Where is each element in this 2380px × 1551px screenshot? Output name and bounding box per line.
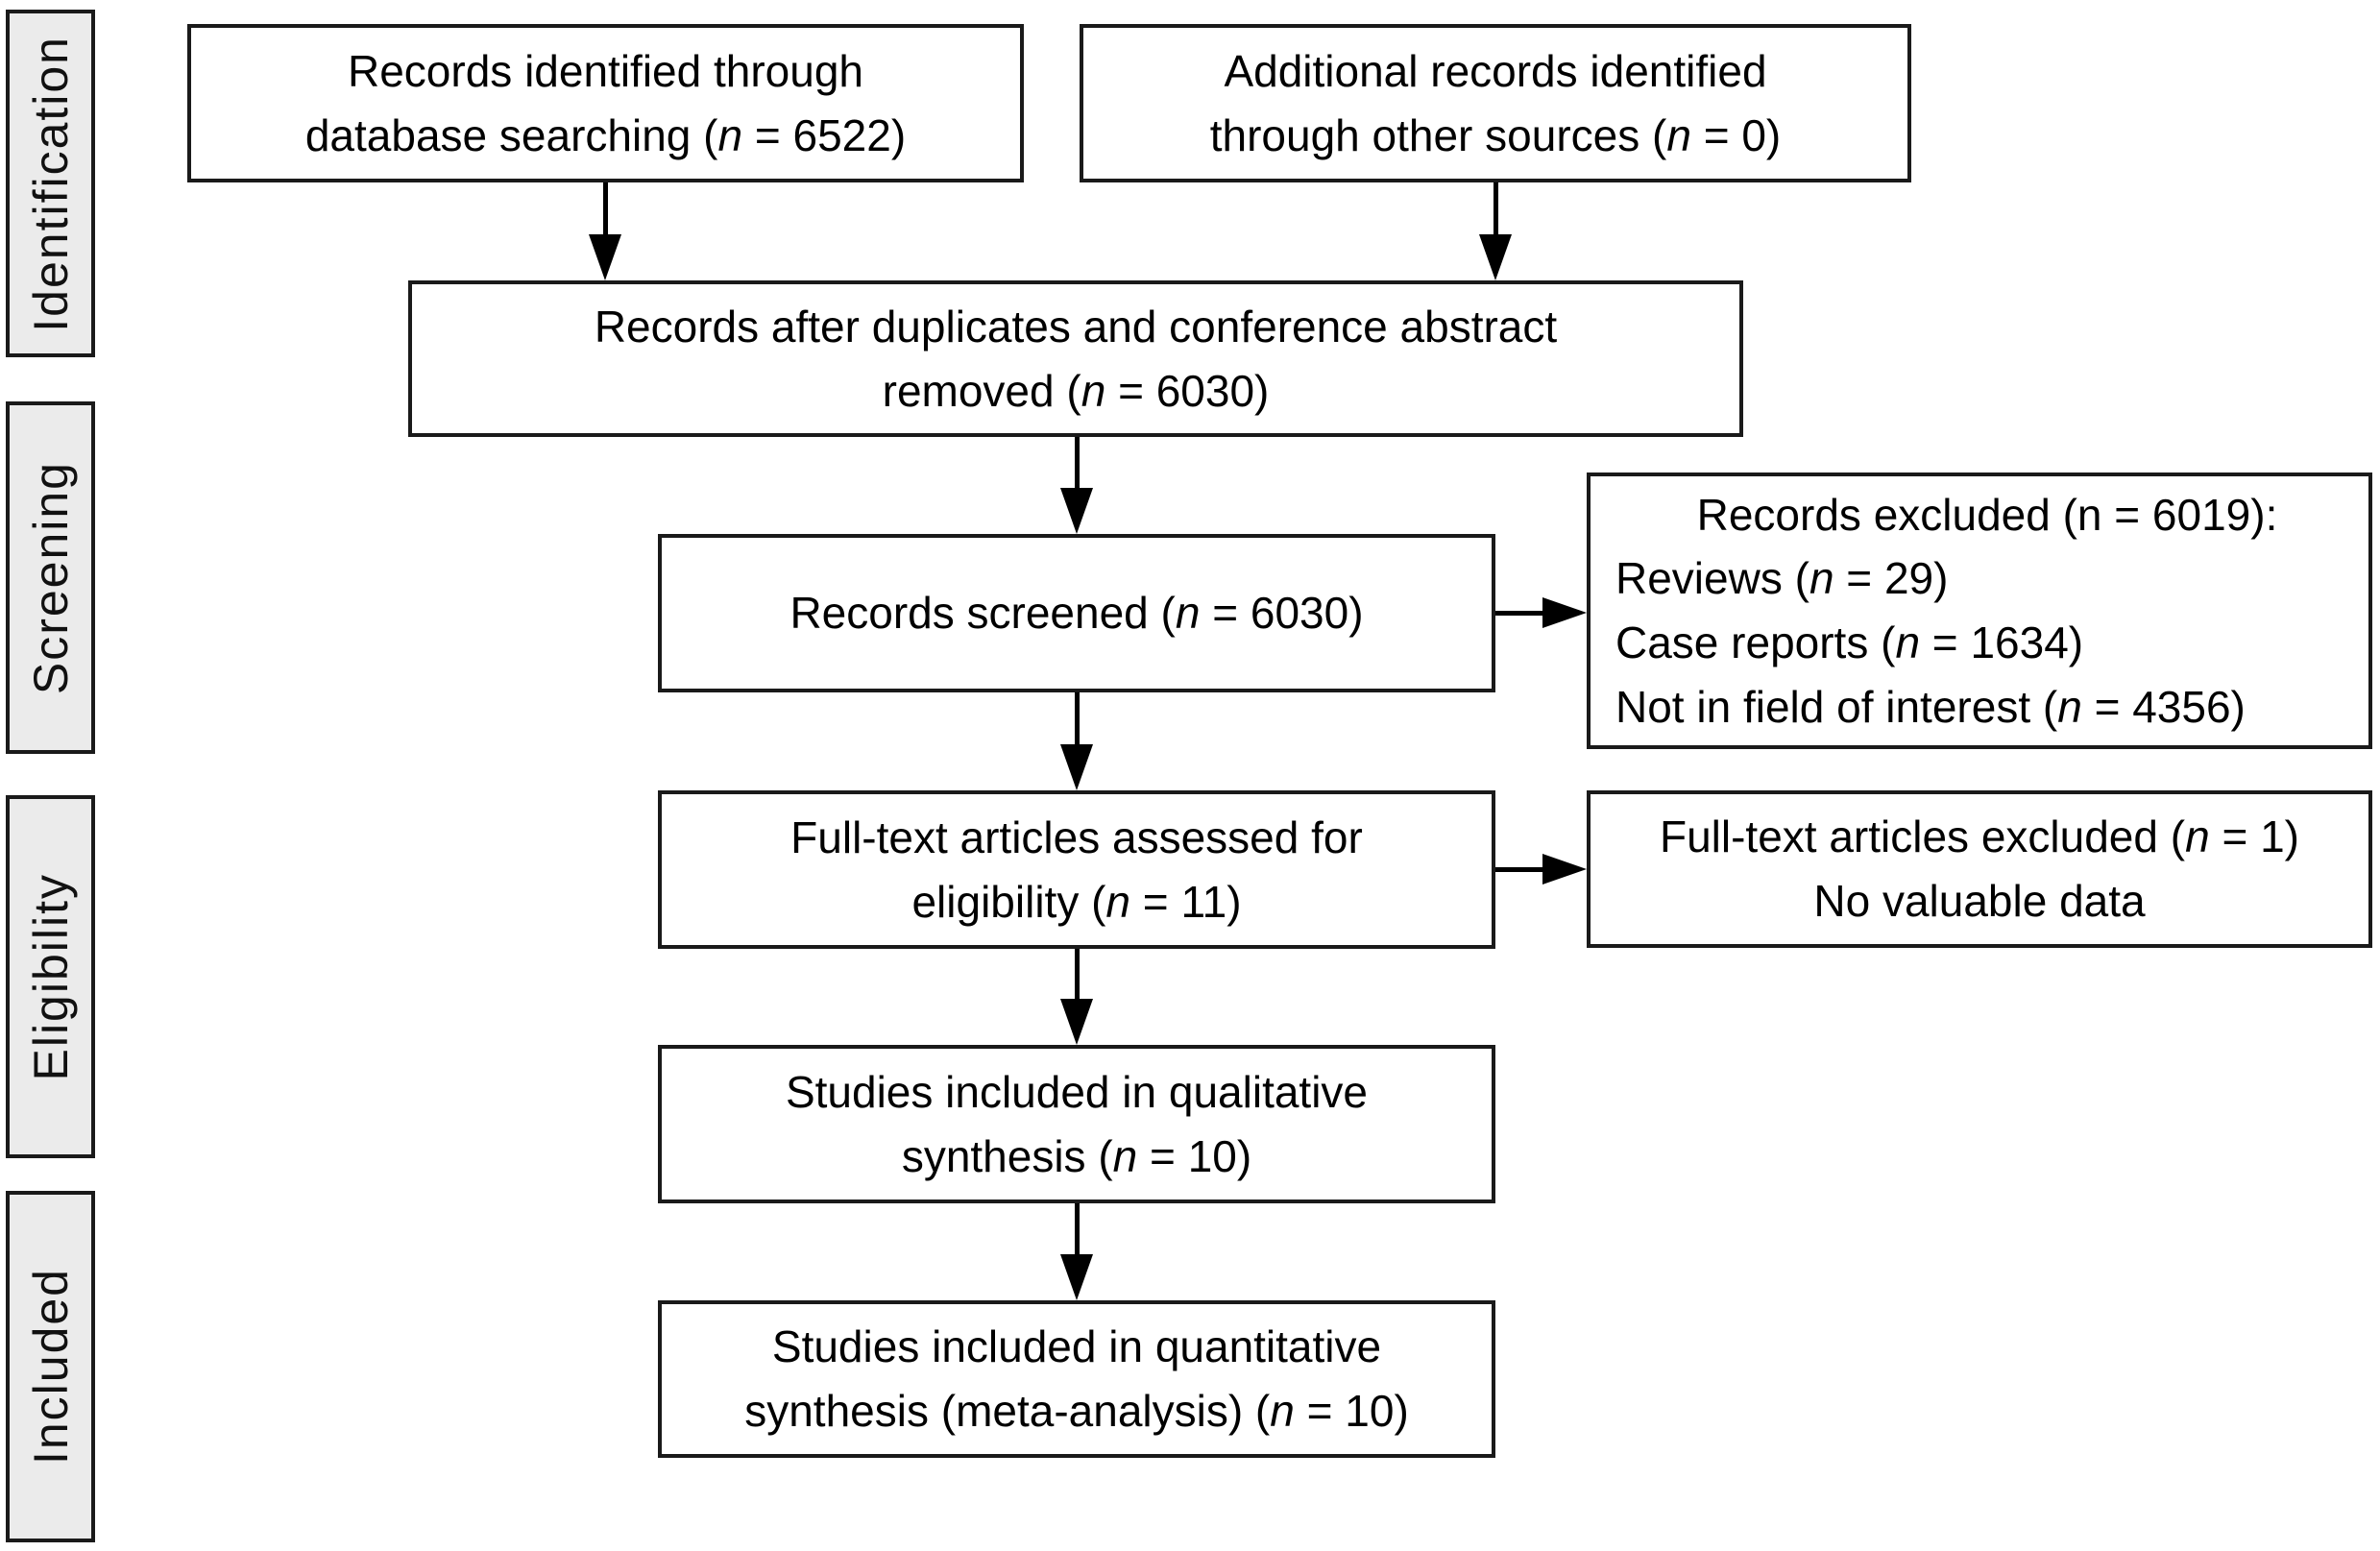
arrow-fulltext-to-qualitative-shaft bbox=[1075, 949, 1080, 1001]
arrow-additional-to-deduplicated-shaft bbox=[1494, 182, 1498, 236]
arrow-identified-to-deduplicated-shaft bbox=[603, 182, 608, 236]
fulltext-excluded-box: Full-text articles excluded (n = 1)No va… bbox=[1587, 790, 2372, 948]
arrow-fulltext-to-qualitative-head-icon bbox=[1060, 999, 1093, 1045]
records-excluded-box: Records excluded (n = 6019):Reviews (n =… bbox=[1587, 473, 2372, 749]
arrow-screened-to-fulltext-shaft bbox=[1075, 692, 1080, 746]
stage-label-eligibility: Eligibility bbox=[23, 872, 78, 1081]
arrow-qualitative-to-quantitative-shaft bbox=[1075, 1203, 1080, 1256]
sidebar-stage-screening: Screening bbox=[6, 401, 95, 754]
stage-label-screening: Screening bbox=[23, 460, 78, 695]
sidebar-stage-identification: Identification bbox=[6, 10, 95, 357]
arrow-additional-to-deduplicated-head-icon bbox=[1479, 234, 1512, 280]
arrow-screened-to-fulltext-head-icon bbox=[1060, 744, 1093, 790]
records-screened-box: Records screened (n = 6030) bbox=[658, 534, 1495, 692]
arrow-screened-to-excluded-head-icon bbox=[1542, 597, 1587, 628]
arrow-qualitative-to-quantitative-head-icon bbox=[1060, 1254, 1093, 1300]
stage-label-included: Included bbox=[23, 1268, 78, 1466]
sidebar-stage-included: Included bbox=[6, 1191, 95, 1542]
arrow-deduplicated-to-screened-shaft bbox=[1075, 437, 1080, 490]
stage-label-identification: Identification bbox=[23, 35, 78, 332]
arrow-deduplicated-to-screened-head-icon bbox=[1060, 488, 1093, 534]
arrow-identified-to-deduplicated-head-icon bbox=[589, 234, 621, 280]
sidebar-stage-eligibility: Eligibility bbox=[6, 795, 95, 1158]
arrow-screened-to-excluded-shaft bbox=[1495, 611, 1545, 616]
arrow-fulltext-to-ftexcluded-head-icon bbox=[1542, 854, 1587, 885]
arrow-fulltext-to-ftexcluded-shaft bbox=[1495, 867, 1545, 872]
deduplicated-records-box: Records after duplicates and conference … bbox=[408, 280, 1743, 437]
